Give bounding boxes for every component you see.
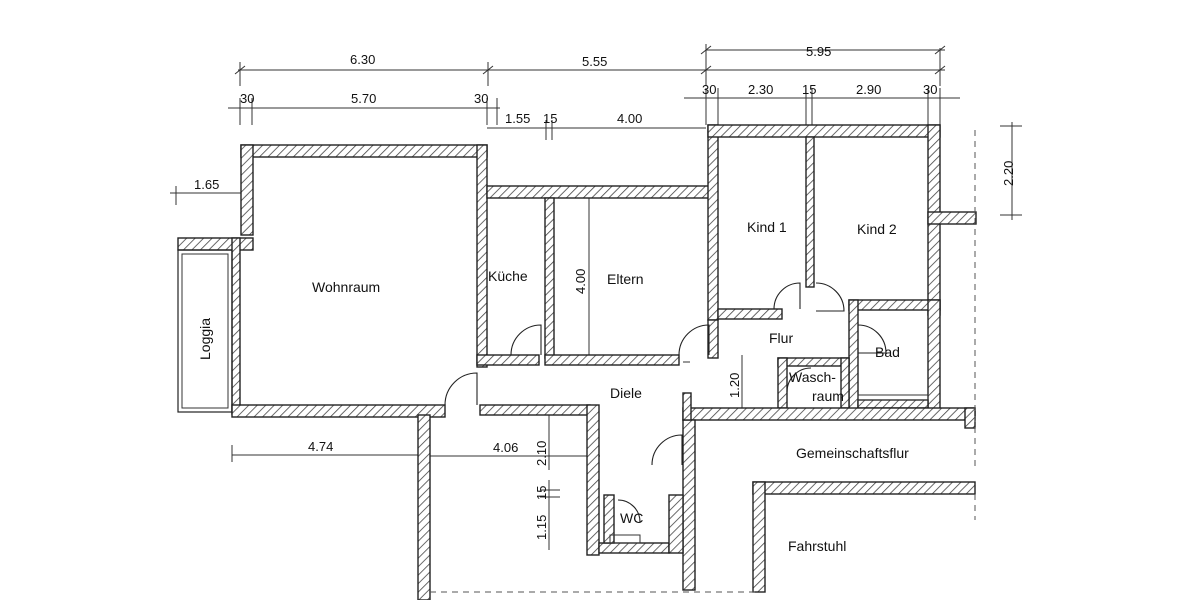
room-kueche: Küche [488,268,528,284]
dim-15-a: 15 [802,82,816,97]
room-wc: WC [620,510,643,526]
dim-5-70: 5.70 [351,91,376,106]
dim-4-74: 4.74 [308,439,333,454]
room-eltern: Eltern [607,271,644,287]
dim-2-20: 2.20 [1001,161,1016,186]
dimension-lines [170,44,1022,550]
dim-30-c: 30 [702,82,716,97]
dim-4-00-v: 4.00 [573,269,588,294]
room-wohnraum: Wohnraum [312,279,380,295]
dim-1-55: 1.55 [505,111,530,126]
dim-5-55: 5.55 [582,54,607,69]
dim-5-95: 5.95 [806,44,831,59]
dim-4-06: 4.06 [493,440,518,455]
room-kind2: Kind 2 [857,221,897,237]
room-kind1: Kind 1 [747,219,787,235]
dim-1-20: 1.20 [727,373,742,398]
room-loggia: Loggia [197,318,213,360]
loggia-outline [177,249,233,413]
dim-4-00-h: 4.00 [617,111,642,126]
dim-2-10: 2.10 [534,441,549,466]
room-labels: Wohnraum Küche Eltern Kind 1 Kind 2 Flur… [197,219,909,554]
walls [177,124,977,600]
dim-1-65: 1.65 [194,177,219,192]
room-waschraum-line2: raum [812,388,844,404]
dim-1-15: 1.15 [534,515,549,540]
dim-6-30: 6.30 [350,52,375,67]
dim-30-a: 30 [240,91,254,106]
room-diele: Diele [610,385,642,401]
dimension-labels: 6.30 5.55 5.95 30 5.70 30 30 2.30 15 2.9… [194,44,1016,540]
room-bad: Bad [875,344,900,360]
dim-30-d: 30 [923,82,937,97]
dim-30-b: 30 [474,91,488,106]
dim-2-90: 2.90 [856,82,881,97]
room-waschraum-line1: Wasch- [789,369,836,385]
dim-15-b: 15 [543,111,557,126]
room-fahrstuhl: Fahrstuhl [788,538,846,554]
room-gemeinschaftsflur: Gemeinschaftsflur [796,445,909,461]
dim-15-c: 15 [534,486,549,500]
room-flur: Flur [769,330,793,346]
doors [444,282,929,544]
dim-2-30: 2.30 [748,82,773,97]
outline-dashes [430,130,976,593]
